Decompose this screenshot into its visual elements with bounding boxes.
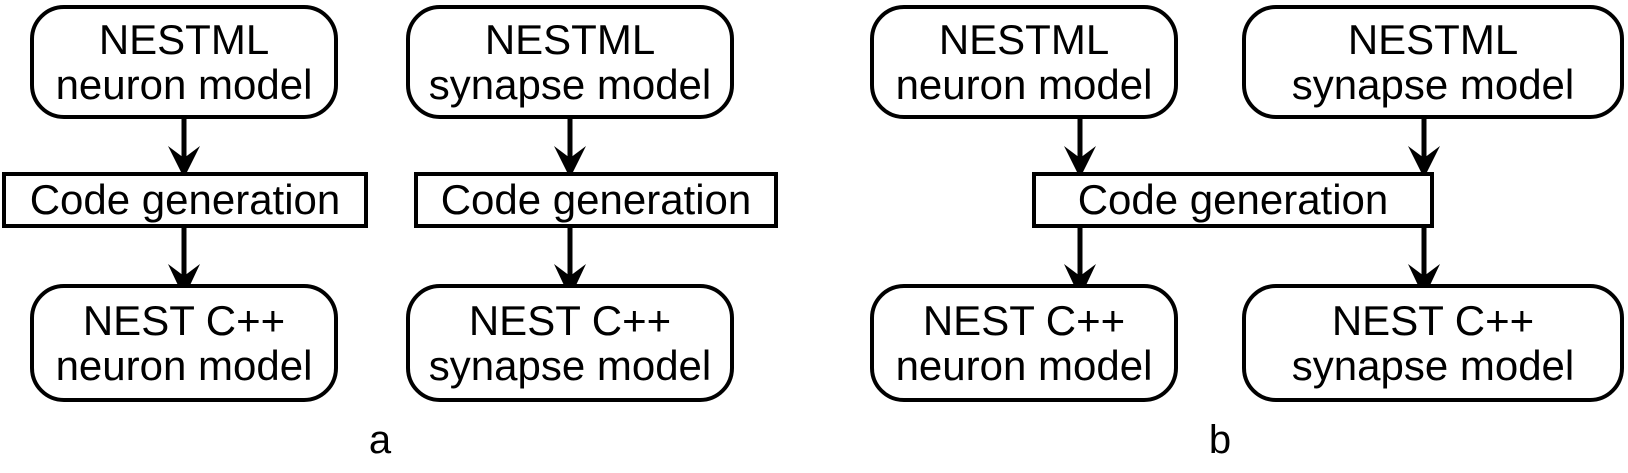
a-col2-arrow-source-to-process xyxy=(554,118,586,178)
b-col2-target-node: NEST C++ synapse model xyxy=(1242,284,1624,402)
b-col2-arrow-process-to-target xyxy=(1408,228,1440,298)
a-col2-arrow-process-to-target xyxy=(554,228,586,298)
b-col1-source-node: NESTML neuron model xyxy=(870,5,1178,119)
a-col1-arrow-source-to-process xyxy=(168,118,200,178)
b-col1-target-node: NEST C++ neuron model xyxy=(870,284,1178,402)
b-col2-source-line1: NESTML xyxy=(1347,15,1519,63)
a-col1-source-node: NESTML neuron model xyxy=(30,5,338,119)
a-col1-target-line1: NEST C++ xyxy=(82,296,286,344)
panel-label-a: a xyxy=(368,418,392,462)
a-col1-arrow-process-to-target xyxy=(168,228,200,298)
a-col2-target-node: NEST C++ synapse model xyxy=(406,284,734,402)
b-shared-process-node: Code generation xyxy=(1032,172,1434,228)
b-col2-source-line2: synapse model xyxy=(1291,61,1575,108)
a-col1-target-node: NEST C++ neuron model xyxy=(30,284,338,402)
b-col1-source-line2: neuron model xyxy=(895,61,1153,108)
a-col2-source-node: NESTML synapse model xyxy=(406,5,734,119)
b-col1-arrow-process-to-target xyxy=(1064,228,1096,298)
panel-label-b: b xyxy=(1208,418,1232,462)
a-col2-process-label: Code generation xyxy=(440,176,752,224)
b-col1-source-line1: NESTML xyxy=(938,15,1110,63)
a-col2-target-line1: NEST C++ xyxy=(468,296,672,344)
b-col1-target-line2: neuron model xyxy=(895,342,1153,389)
b-col2-arrow-source-to-process xyxy=(1408,118,1440,178)
b-col2-source-node: NESTML synapse model xyxy=(1242,5,1624,119)
a-col1-source-line2: neuron model xyxy=(55,61,313,108)
b-col2-target-line2: synapse model xyxy=(1291,342,1575,389)
b-shared-process-label: Code generation xyxy=(1077,176,1389,224)
a-col1-source-line1: NESTML xyxy=(98,15,270,63)
a-col2-target-line2: synapse model xyxy=(428,342,712,389)
b-col1-target-line1: NEST C++ xyxy=(922,296,1126,344)
a-col2-process-node: Code generation xyxy=(414,172,778,228)
a-col2-source-line1: NESTML xyxy=(484,15,656,63)
b-col1-arrow-source-to-process xyxy=(1064,118,1096,178)
b-col2-target-line1: NEST C++ xyxy=(1331,296,1535,344)
a-col1-process-label: Code generation xyxy=(29,176,341,224)
a-col1-target-line2: neuron model xyxy=(55,342,313,389)
a-col1-process-node: Code generation xyxy=(2,172,368,228)
a-col2-source-line2: synapse model xyxy=(428,61,712,108)
